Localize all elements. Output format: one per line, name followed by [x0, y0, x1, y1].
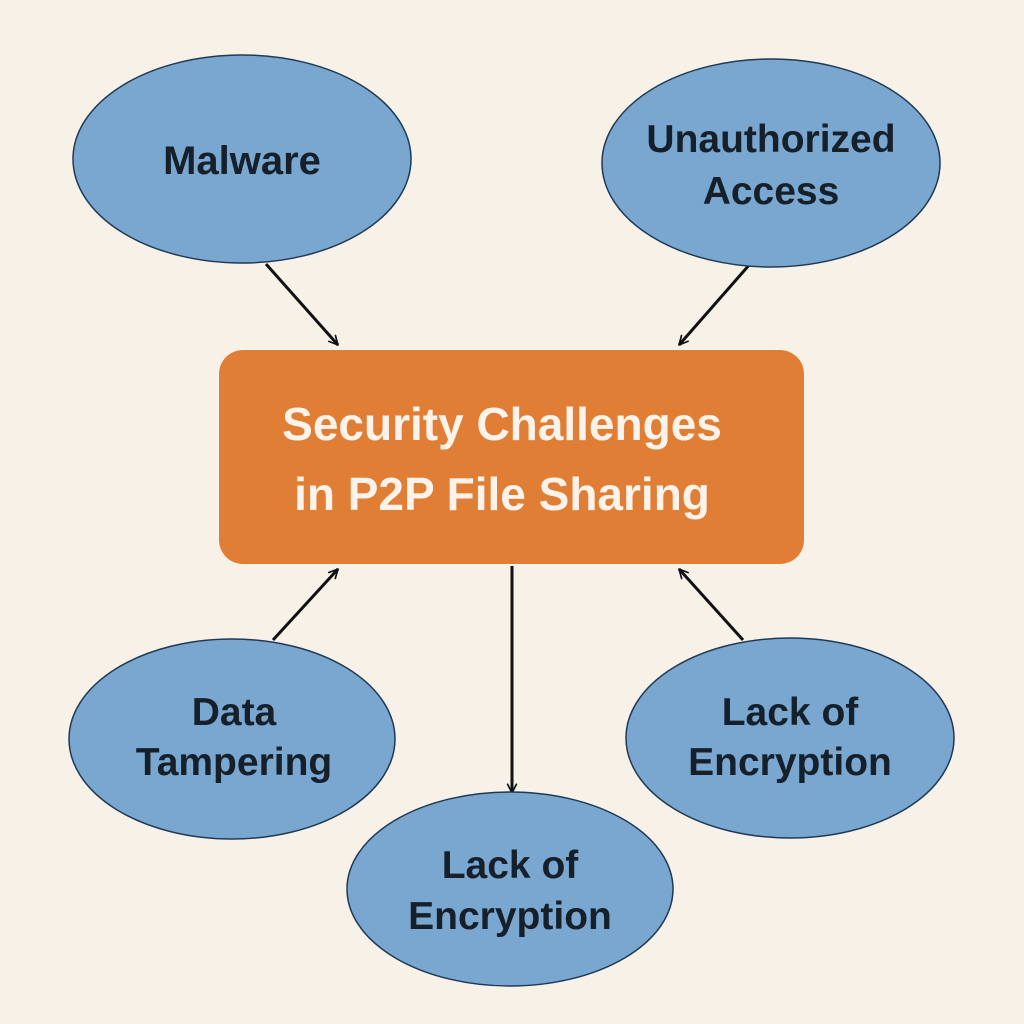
- node-lack-of-encryption-right-label-line2: Encryption: [688, 741, 892, 784]
- node-unauthorized-access-label-line2: Access: [703, 170, 840, 213]
- center-node-title-line1: Security Challenges: [282, 398, 722, 450]
- node-lack-of-encryption-bottom: Lack of Encryption: [346, 791, 674, 987]
- node-data-tampering-label-line1: Data: [192, 691, 277, 734]
- node-data-tampering-shape: [68, 638, 396, 840]
- connectors: [264, 263, 752, 794]
- node-malware-label: Malware: [163, 139, 321, 183]
- arrow-unauthorized-to-center: [677, 263, 752, 346]
- node-data-tampering-label-line2: Tampering: [136, 741, 332, 784]
- node-lack-of-encryption-right-shape: [625, 637, 955, 839]
- center-node-title-line2: in P2P File Sharing: [294, 468, 710, 520]
- node-unauthorized-access-label-line1: Unauthorized: [646, 118, 895, 161]
- center-node: Security Challenges in P2P File Sharing: [219, 350, 804, 564]
- node-unauthorized-access: Unauthorized Access: [601, 58, 941, 268]
- arrow-malware-to-center: [264, 263, 340, 346]
- node-lack-of-encryption-right: Lack of Encryption: [625, 637, 955, 839]
- node-data-tampering: Data Tampering: [68, 638, 396, 840]
- arrow-tampering-to-center: [271, 567, 340, 642]
- node-malware-shape: [72, 54, 412, 264]
- node-lack-of-encryption-right-label-line1: Lack of: [722, 691, 860, 734]
- node-lack-of-encryption-bottom-label-line1: Lack of: [442, 844, 580, 887]
- node-lack-of-encryption-bottom-shape: [346, 791, 674, 987]
- arrow-encryption-right-to-center: [677, 567, 745, 642]
- node-unauthorized-access-shape: [601, 58, 941, 268]
- node-lack-of-encryption-bottom-label-line2: Encryption: [408, 895, 612, 938]
- center-node-box: [219, 350, 804, 564]
- node-malware: Malware: [72, 54, 412, 264]
